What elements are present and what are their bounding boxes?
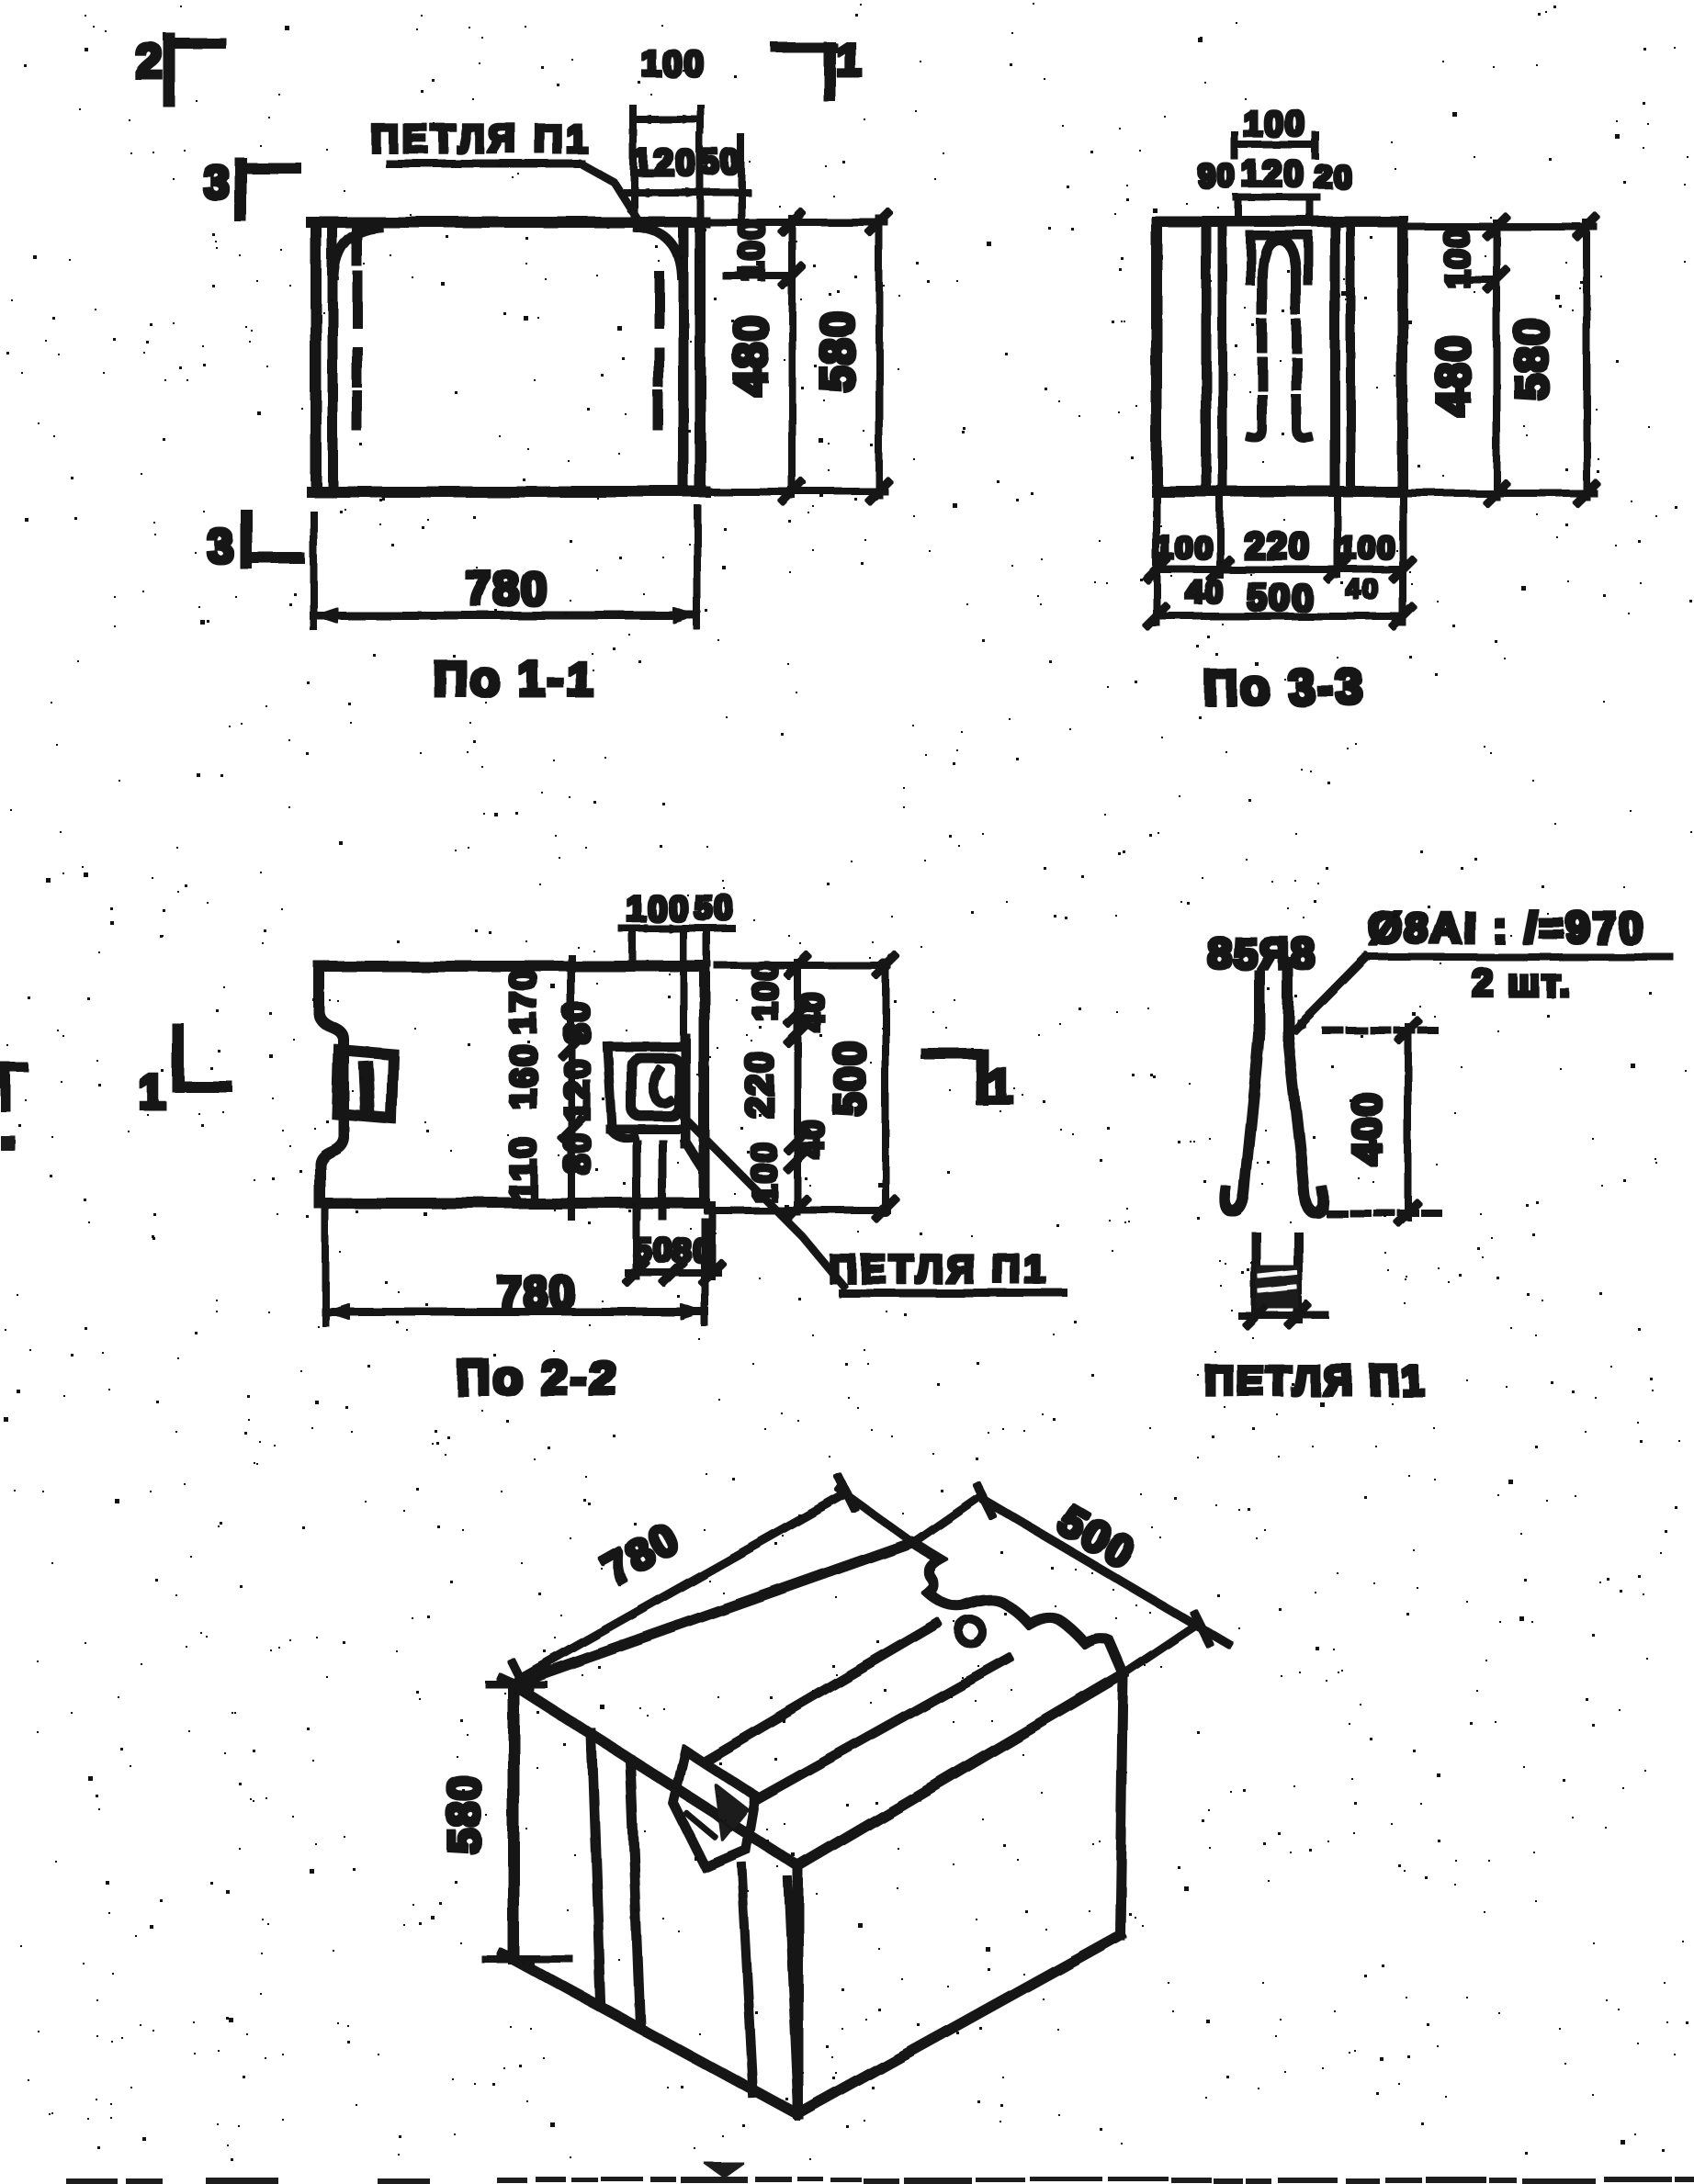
svg-text:100: 100 (641, 45, 705, 84)
svg-text:780: 780 (466, 563, 548, 614)
svg-text:ПЕТЛЯ П1: ПЕТЛЯ П1 (829, 1247, 1049, 1290)
svg-text:80: 80 (559, 1131, 597, 1174)
svg-text:50: 50 (695, 889, 735, 927)
svg-text:80: 80 (559, 1001, 597, 1043)
svg-text:1: 1 (987, 1060, 1015, 1113)
svg-text:Ø8АI : l=970: Ø8АI : l=970 (1369, 904, 1645, 951)
svg-text:3: 3 (204, 157, 232, 208)
svg-text:40: 40 (1346, 575, 1380, 605)
svg-text:100: 100 (1438, 227, 1475, 287)
svg-text:50: 50 (634, 1232, 674, 1269)
svg-text:500: 500 (826, 1041, 874, 1117)
svg-text:100: 100 (1157, 531, 1214, 566)
svg-text:По 3-3: По 3-3 (1203, 661, 1366, 715)
svg-text:100: 100 (1243, 106, 1306, 144)
svg-text:100: 100 (626, 890, 689, 929)
svg-text:100: 100 (745, 1142, 783, 1202)
svg-text:По 2-2: По 2-2 (457, 1352, 619, 1405)
svg-text:ПЕТЛЯ П1: ПЕТЛЯ П1 (1204, 1358, 1427, 1403)
svg-text:100: 100 (1339, 531, 1397, 566)
svg-text:20: 20 (1315, 160, 1353, 195)
svg-text:120: 120 (559, 1057, 597, 1120)
svg-text:220: 220 (1245, 526, 1312, 567)
svg-text:100: 100 (746, 960, 784, 1020)
svg-text:500: 500 (1248, 578, 1315, 618)
svg-text:По 1-1: По 1-1 (434, 653, 596, 706)
svg-text:1: 1 (140, 1066, 168, 1120)
svg-text:3: 3 (208, 521, 235, 572)
svg-text:120: 120 (1241, 155, 1304, 194)
svg-text:480: 480 (1428, 333, 1479, 415)
svg-text:110: 110 (503, 1136, 544, 1201)
svg-text:2: 2 (136, 35, 164, 88)
svg-text:780: 780 (497, 1269, 576, 1318)
svg-text:50: 50 (701, 143, 741, 181)
svg-text:90: 90 (1198, 159, 1237, 194)
svg-text:400: 400 (1345, 1091, 1390, 1164)
svg-text:40: 40 (793, 991, 830, 1031)
svg-text:40: 40 (1186, 575, 1225, 610)
svg-text:ПЕТЛЯ П1: ПЕТЛЯ П1 (370, 117, 591, 160)
svg-text:85Я8: 85Я8 (1208, 929, 1316, 977)
svg-text:580: 580 (1506, 317, 1557, 399)
svg-text:480: 480 (725, 313, 776, 395)
svg-text:220: 220 (740, 1051, 780, 1118)
svg-text:580: 580 (441, 1774, 490, 1853)
svg-text:780: 780 (595, 1514, 688, 1595)
svg-text:2 шт.: 2 шт. (1472, 961, 1572, 1004)
svg-text:580: 580 (812, 310, 864, 391)
svg-text:40: 40 (793, 1119, 830, 1159)
svg-text:100: 100 (733, 218, 772, 281)
svg-text:160: 160 (503, 1043, 544, 1110)
svg-text:120: 120 (633, 144, 696, 183)
svg-text:1: 1 (836, 34, 864, 85)
svg-text:170: 170 (503, 968, 544, 1035)
